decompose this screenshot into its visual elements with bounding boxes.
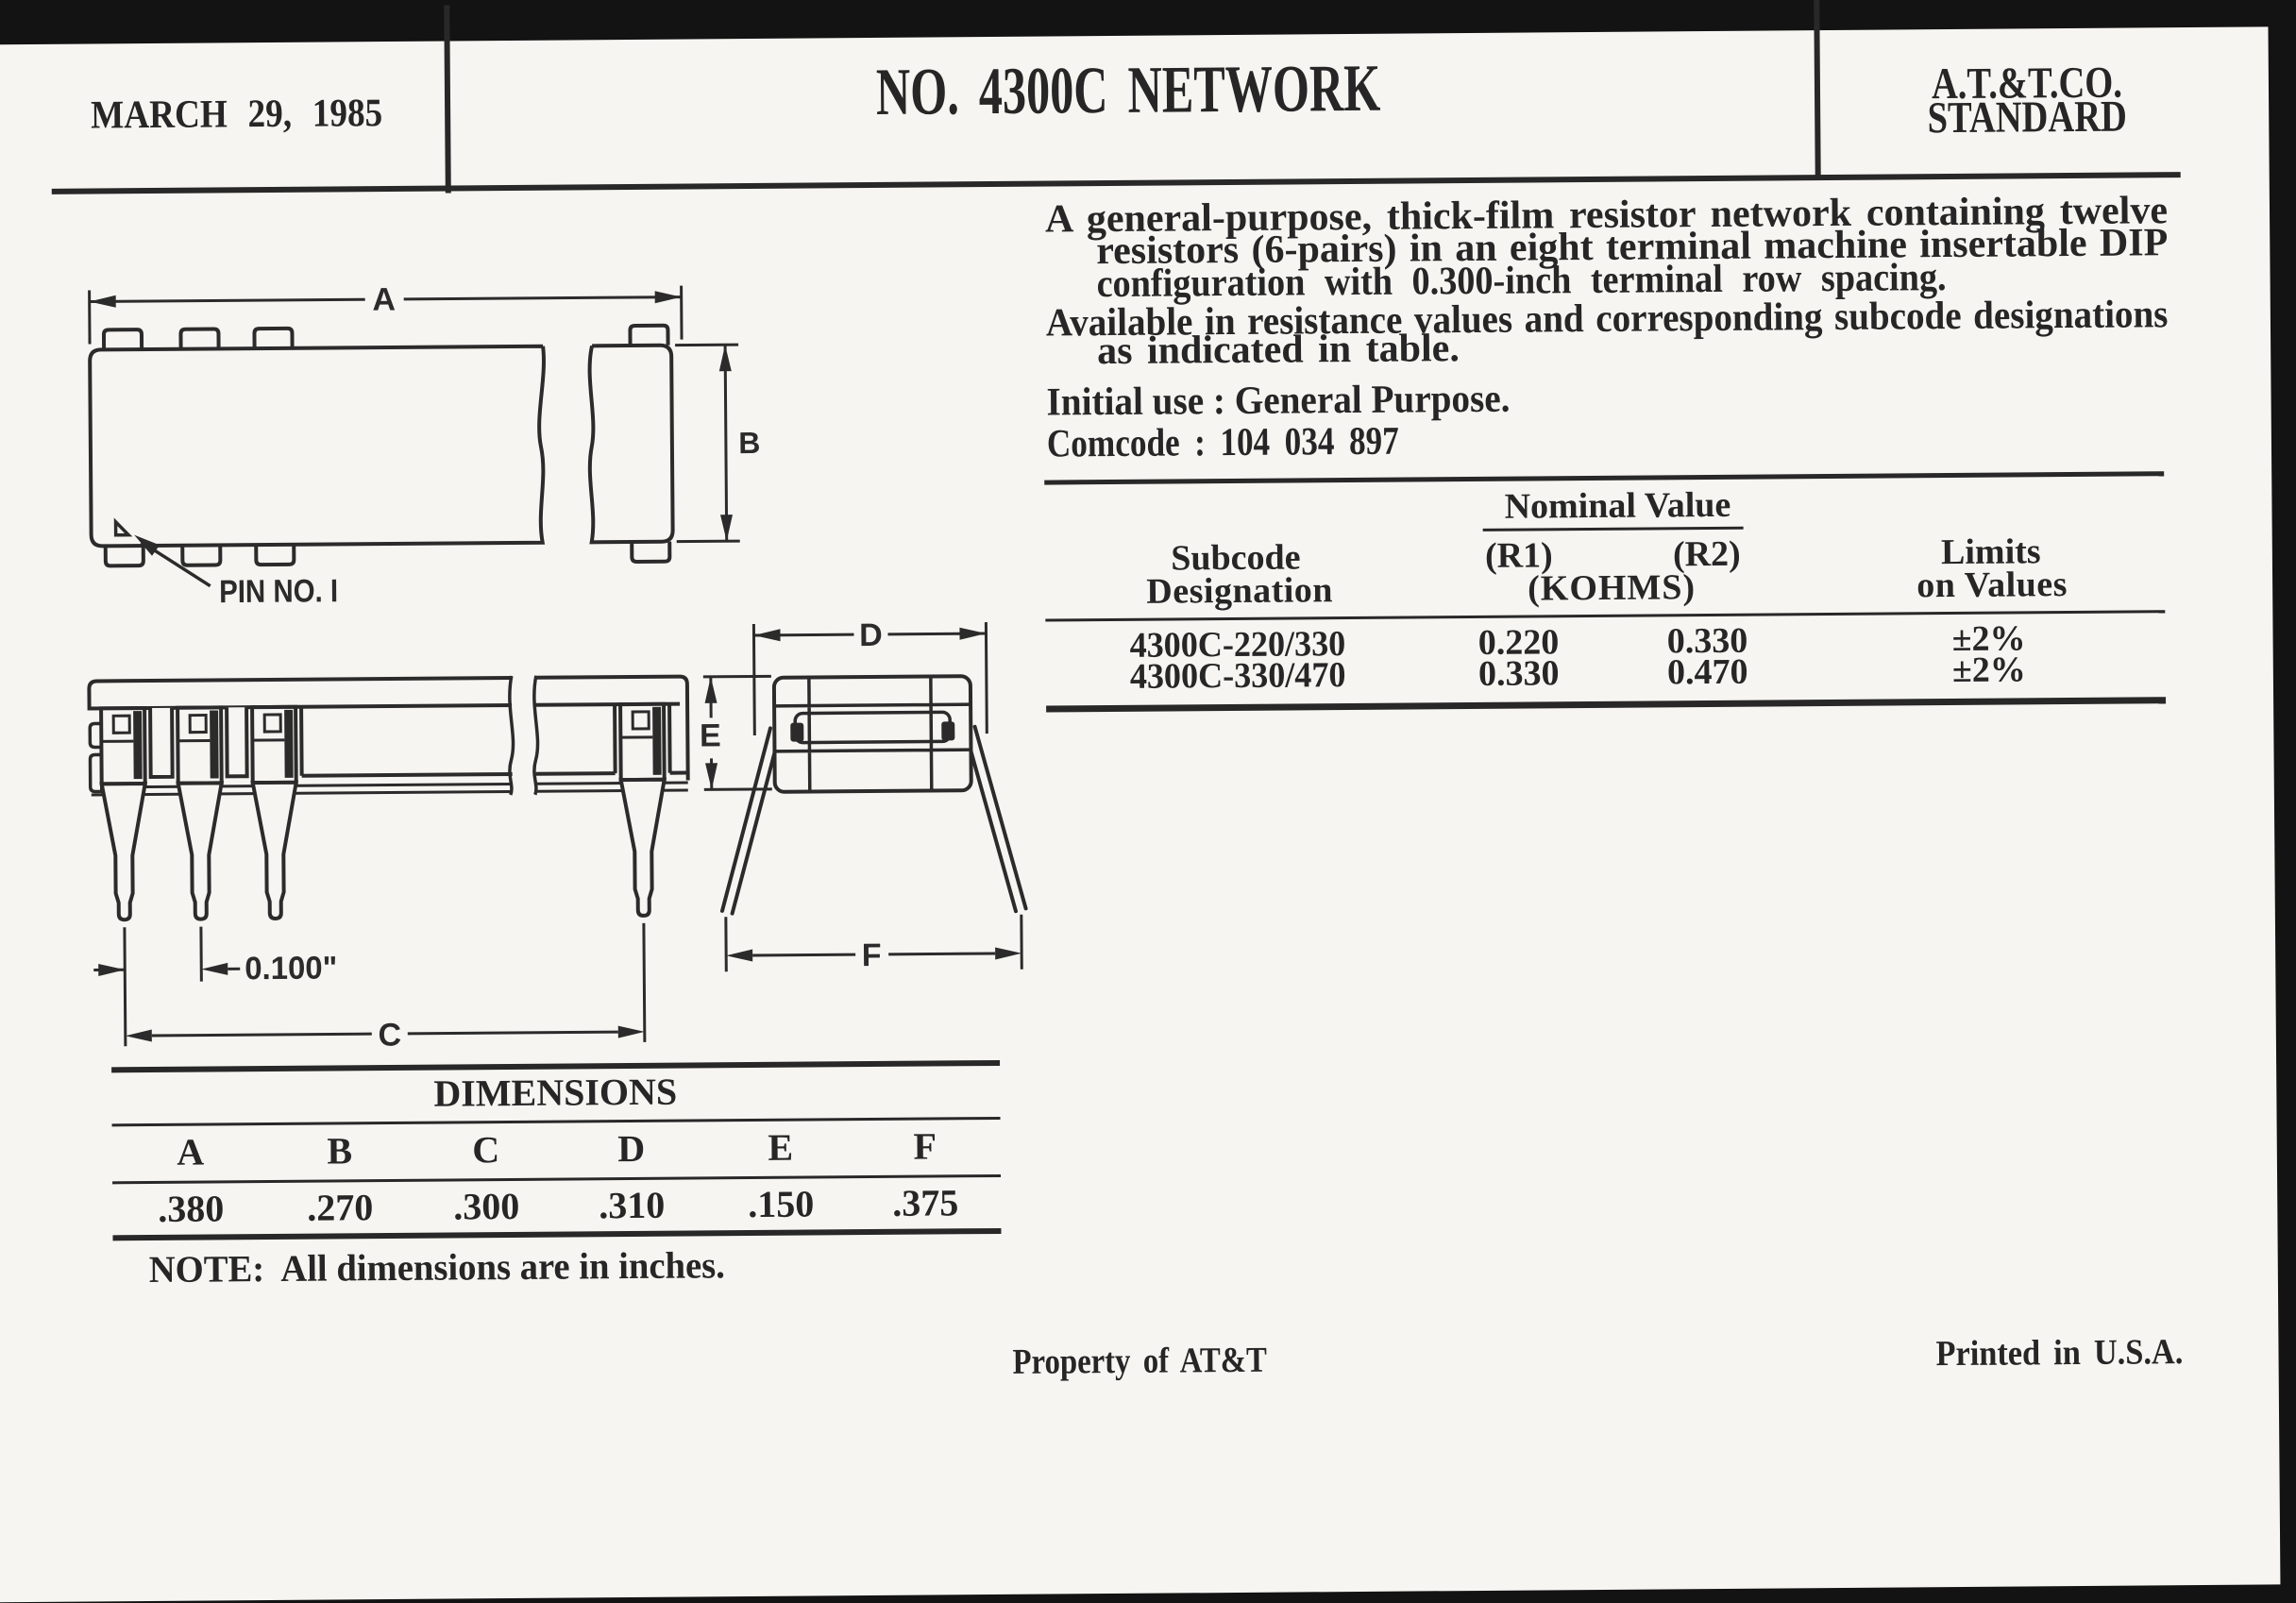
svg-text:F: F [862,937,882,973]
svg-text:B: B [738,426,760,460]
svg-text:A: A [372,281,396,317]
svg-text:0.100": 0.100" [245,950,337,987]
svg-text:PIN NO. I: PIN NO. I [219,573,338,610]
svg-text:C: C [378,1017,401,1053]
svg-text:D: D [859,617,883,653]
svg-text:E: E [700,717,721,753]
